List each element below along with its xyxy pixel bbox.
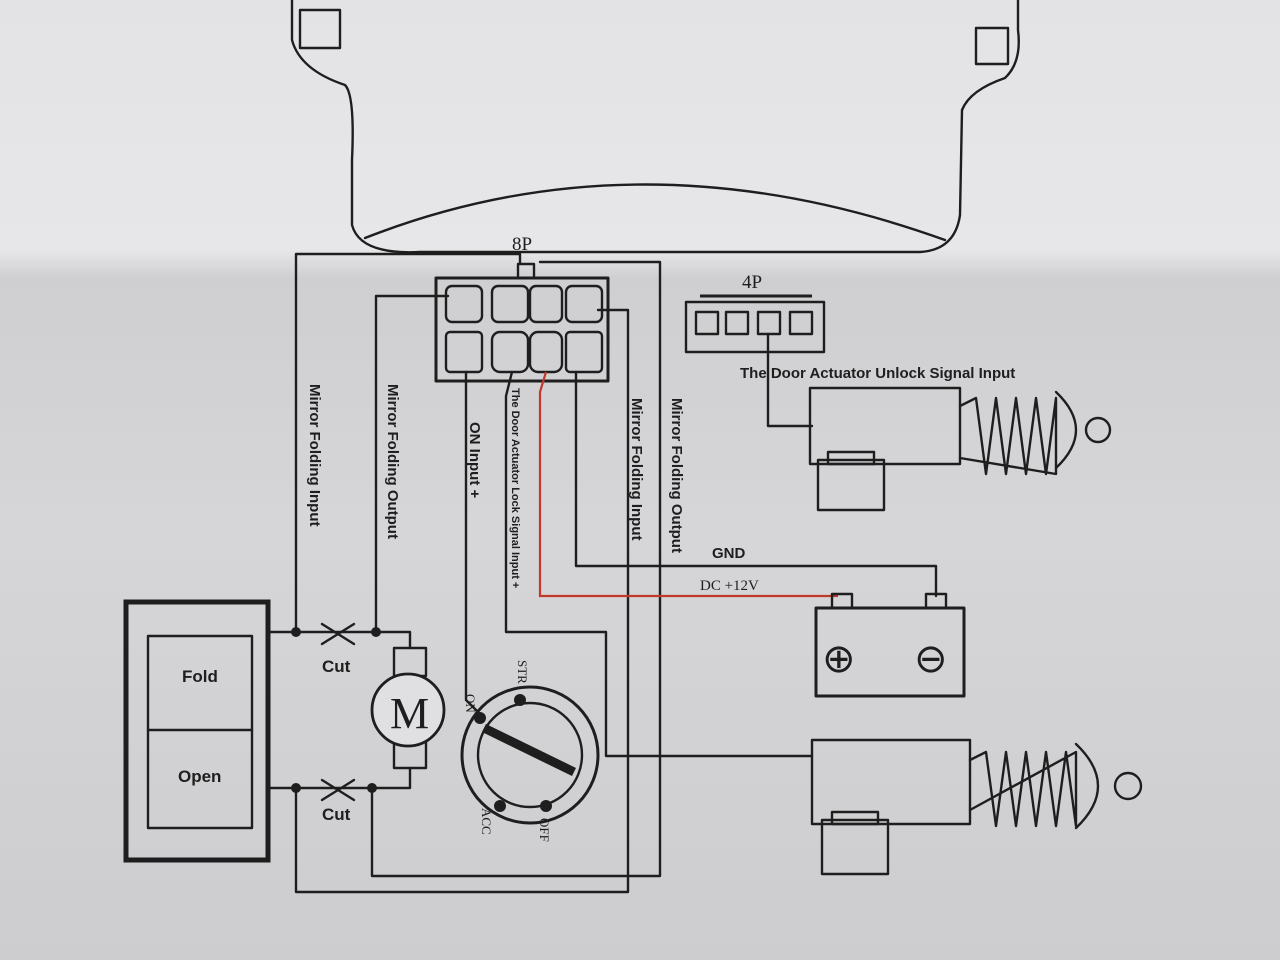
motor-brush-top <box>392 646 428 678</box>
ignition-label-str: STR <box>515 660 530 684</box>
battery-positive-symbol: ⊕ <box>822 636 856 682</box>
motor-letter: M <box>390 689 429 738</box>
mirror-glass-arc <box>363 183 947 242</box>
label-mirror-folding-input-right: Mirror Folding Input <box>628 398 645 540</box>
cut-label-bottom: Cut <box>322 805 351 824</box>
fold-open-switch-frame <box>123 599 271 863</box>
mirror-mount-square-right <box>974 26 1010 66</box>
ignition-label-acc: ACC <box>479 808 494 835</box>
open-button-label: Open <box>178 767 221 786</box>
label-gnd: GND <box>712 545 746 562</box>
dc-12v-wire <box>538 371 838 598</box>
cut-mark-top <box>320 622 356 646</box>
door-actuator-top <box>808 386 1112 512</box>
connector-4p-pins <box>694 310 814 336</box>
connector-8p-pins <box>444 284 604 374</box>
fold-open-switch-inner <box>146 634 254 830</box>
label-unlock-signal-input: The Door Actuator Unlock Signal Input <box>740 365 1015 382</box>
cut-mark-bottom <box>320 778 356 802</box>
wires <box>266 252 938 894</box>
connector-8p-label: 8P <box>512 234 532 255</box>
battery-negative-symbol: ⊖ <box>914 636 948 682</box>
mirror-housing-outline <box>290 0 1020 254</box>
ignition-label-on: ON <box>463 694 478 713</box>
label-mirror-folding-input-left: Mirror Folding Input <box>306 384 323 526</box>
label-on-input: ON Input + <box>466 422 483 498</box>
ignition-contact-dots <box>474 694 552 812</box>
motor-circle <box>370 672 446 748</box>
ignition-switch-outer <box>460 685 600 825</box>
connector-8p-body <box>434 276 610 383</box>
connector-4p-body <box>684 300 826 354</box>
ignition-key-blade <box>482 723 576 777</box>
battery-body <box>814 606 966 698</box>
junction-dots <box>291 627 381 793</box>
connector-4p-label: 4P <box>742 272 762 293</box>
label-mirror-folding-output-left: Mirror Folding Output <box>384 384 401 539</box>
mirror-mount-square-left <box>298 8 342 50</box>
cut-label-top: Cut <box>322 657 351 676</box>
label-dc-12v: DC +12V <box>700 578 759 594</box>
door-actuator-bottom <box>810 738 1143 876</box>
fold-button-label: Fold <box>182 667 218 686</box>
ignition-switch-inner <box>476 701 584 809</box>
label-mirror-folding-output-right: Mirror Folding Output <box>668 398 685 553</box>
connector-8p-tab <box>516 262 536 280</box>
ignition-label-off: OFF <box>537 818 552 842</box>
label-lock-signal-input: The Door Actuator Lock Signal Input + <box>509 388 521 588</box>
